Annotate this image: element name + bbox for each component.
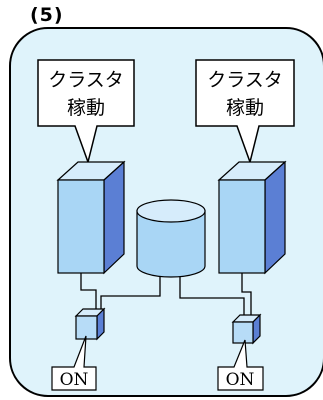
right-server [217, 160, 287, 275]
right-callout-line2: 稼動 [226, 97, 264, 119]
left-on-callout: ON [51, 335, 97, 391]
right-callout: クラスタ 稼動 [195, 59, 295, 165]
right-on-callout: ON [217, 339, 264, 391]
left-server [56, 160, 126, 275]
left-callout-line1: クラスタ [48, 69, 124, 91]
right-on-label: ON [226, 370, 255, 390]
step-label: (5) [30, 4, 64, 26]
right-callout-line1: クラスタ [207, 69, 283, 91]
left-callout: クラスタ 稼動 [37, 59, 135, 165]
left-switch[interactable] [74, 307, 106, 341]
connection-lines [80, 273, 252, 316]
right-switch[interactable] [231, 313, 262, 345]
left-on-label: ON [60, 370, 89, 390]
shared-disk [136, 199, 206, 278]
left-callout-line2: 稼動 [67, 97, 105, 119]
